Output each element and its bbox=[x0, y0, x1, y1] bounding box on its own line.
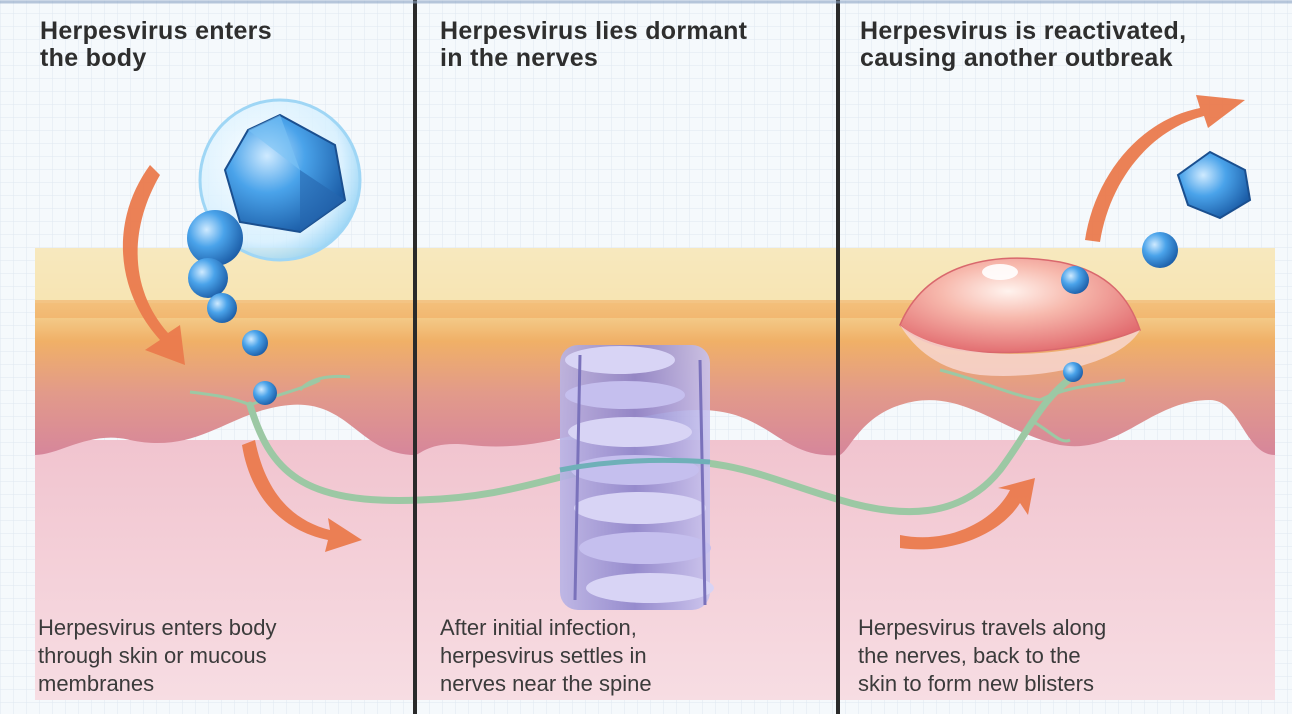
virus-particle-icon bbox=[1063, 362, 1083, 382]
caption-line: Herpesvirus enters body bbox=[38, 614, 276, 642]
caption-line: membranes bbox=[38, 670, 276, 698]
caption-line: nerves near the spine bbox=[440, 670, 652, 698]
heading-line: causing another outbreak bbox=[860, 45, 1186, 72]
blister-highlight bbox=[982, 264, 1018, 280]
virus-particle-icon bbox=[188, 258, 228, 298]
virus-particle-icon bbox=[207, 293, 237, 323]
virus-particle-icon bbox=[242, 330, 268, 356]
caption-line: Herpesvirus travels along bbox=[858, 614, 1106, 642]
panel-3-caption: Herpesvirus travels along the nerves, ba… bbox=[858, 614, 1106, 698]
caption-line: through skin or mucous bbox=[38, 642, 276, 670]
caption-line: herpesvirus settles in bbox=[440, 642, 652, 670]
panel-1-heading: Herpesvirus enters the body bbox=[40, 18, 272, 72]
panel-3-heading: Herpesvirus is reactivated, causing anot… bbox=[860, 18, 1186, 72]
panel-1-caption: Herpesvirus enters body through skin or … bbox=[38, 614, 276, 698]
virus-particle-icon bbox=[1061, 266, 1089, 294]
caption-line: After initial infection, bbox=[440, 614, 652, 642]
heading-line: Herpesvirus lies dormant bbox=[440, 18, 747, 45]
spine-column bbox=[560, 345, 714, 610]
caption-line: skin to form new blisters bbox=[858, 670, 1106, 698]
panel-2-caption: After initial infection, herpesvirus set… bbox=[440, 614, 652, 698]
virus-particle-icon bbox=[1142, 232, 1178, 268]
heading-line: in the nerves bbox=[440, 45, 747, 72]
virus-particle-icon bbox=[187, 210, 243, 266]
heading-line: Herpesvirus enters bbox=[40, 18, 272, 45]
heading-line: Herpesvirus is reactivated, bbox=[860, 18, 1186, 45]
panel-2-heading: Herpesvirus lies dormant in the nerves bbox=[440, 18, 747, 72]
heading-line: the body bbox=[40, 45, 272, 72]
virus-particle-icon bbox=[253, 381, 277, 405]
caption-line: the nerves, back to the bbox=[858, 642, 1106, 670]
